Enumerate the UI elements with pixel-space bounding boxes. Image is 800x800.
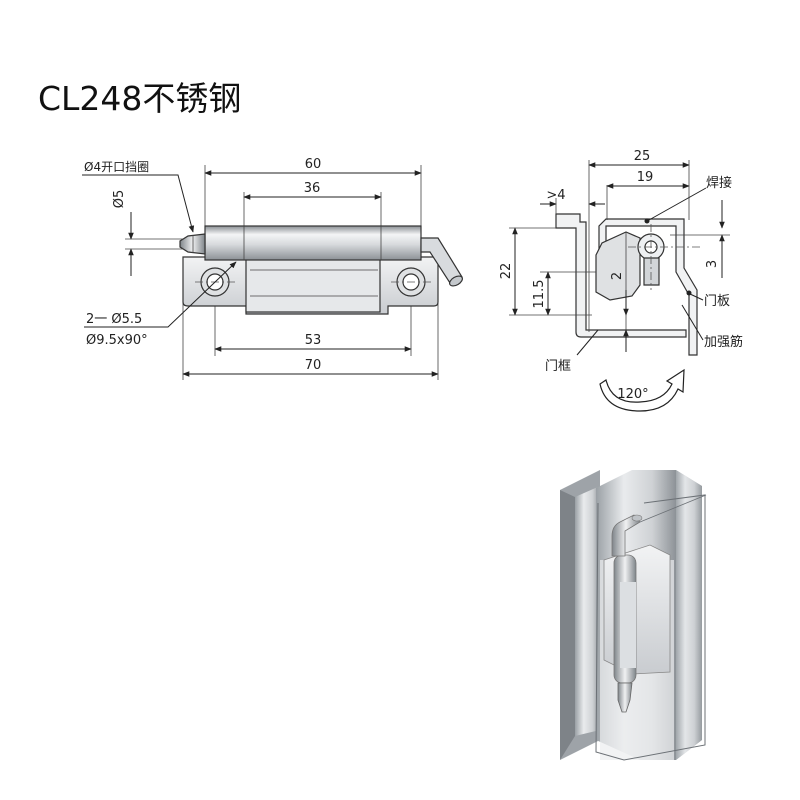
dim-22: 22 (499, 263, 514, 280)
label-reinforcement: 加强筋 (704, 334, 743, 350)
dim-60: 60 (305, 157, 322, 172)
callout-countersink: Ø9.5x90° (86, 333, 148, 348)
dim-53: 53 (305, 333, 322, 348)
dim-70: 70 (305, 358, 322, 373)
dim-25: 25 (634, 149, 651, 164)
dim-gt4: >4 (546, 188, 565, 203)
hinge-3d-render (560, 470, 707, 761)
label-weld: 焊接 (706, 175, 732, 191)
label-door-panel: 门板 (704, 294, 730, 309)
dim-3: 3 (705, 260, 720, 268)
angle-120: 120° (617, 387, 648, 402)
dim-phi5: Ø5 (112, 190, 127, 209)
dim-2: 2 (610, 272, 625, 280)
label-door-frame: 门框 (545, 359, 571, 374)
side-view: 25 19 >4 22 11.5 2 3 焊接 门板 加强筋 门框 120° (499, 149, 743, 412)
callout-holes: 2一 Ø5.5 (86, 312, 142, 327)
dim-11-5: 11.5 (532, 280, 547, 309)
front-view: 60 36 53 70 Ø5 Ø4开口挡圈 2一 Ø5.5 Ø9.5x90° (82, 157, 463, 380)
callout-circlip: Ø4开口挡圈 (84, 160, 149, 174)
dim-19: 19 (637, 170, 654, 185)
dim-36: 36 (304, 181, 321, 196)
page-title: CL248不锈钢 (38, 79, 242, 118)
